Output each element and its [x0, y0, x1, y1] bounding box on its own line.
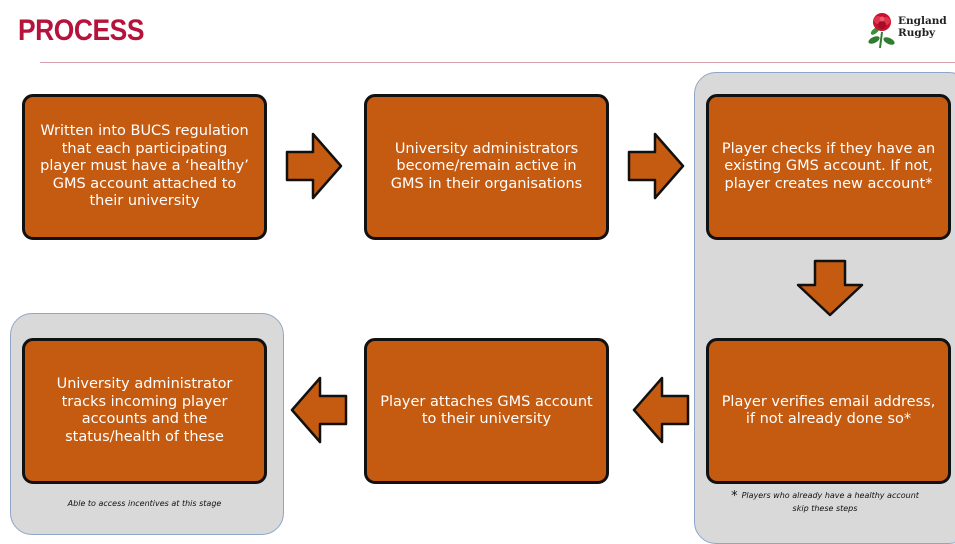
rose-icon	[868, 13, 895, 49]
england-rugby-logo: England Rugby	[866, 10, 948, 52]
left-arrow-icon	[632, 376, 690, 444]
page-title: PROCESS	[18, 14, 145, 47]
footnote-line2: skip these steps	[792, 504, 858, 513]
step-6-box: University administrator tracks incoming…	[22, 338, 267, 484]
right-arrow-icon	[627, 132, 685, 200]
step-5-box: Player attaches GMS account to their uni…	[364, 338, 609, 484]
step-3-box: Player checks if they have an existing G…	[706, 94, 951, 240]
incentives-note: Able to access incentives at this stage	[67, 499, 222, 508]
logo-wordmark: England Rugby	[898, 15, 947, 39]
right-arrow-icon	[285, 132, 343, 200]
down-arrow-icon	[796, 259, 864, 317]
footnote-line1: Players who already have a healthy accou…	[741, 491, 919, 500]
step-4-box: Player verifies email address, if not al…	[706, 338, 951, 484]
step-2-box: University administrators become/remain …	[364, 94, 609, 240]
footnote-symbol: *	[731, 489, 738, 504]
step-1-box: Written into BUCS regulation that each p…	[22, 94, 267, 240]
header-divider	[40, 62, 955, 63]
logo-line2: Rugby	[898, 27, 936, 39]
logo-line1: England	[898, 15, 947, 27]
left-arrow-icon	[290, 376, 348, 444]
footnote: *Players who already have a healthy acco…	[700, 490, 950, 515]
